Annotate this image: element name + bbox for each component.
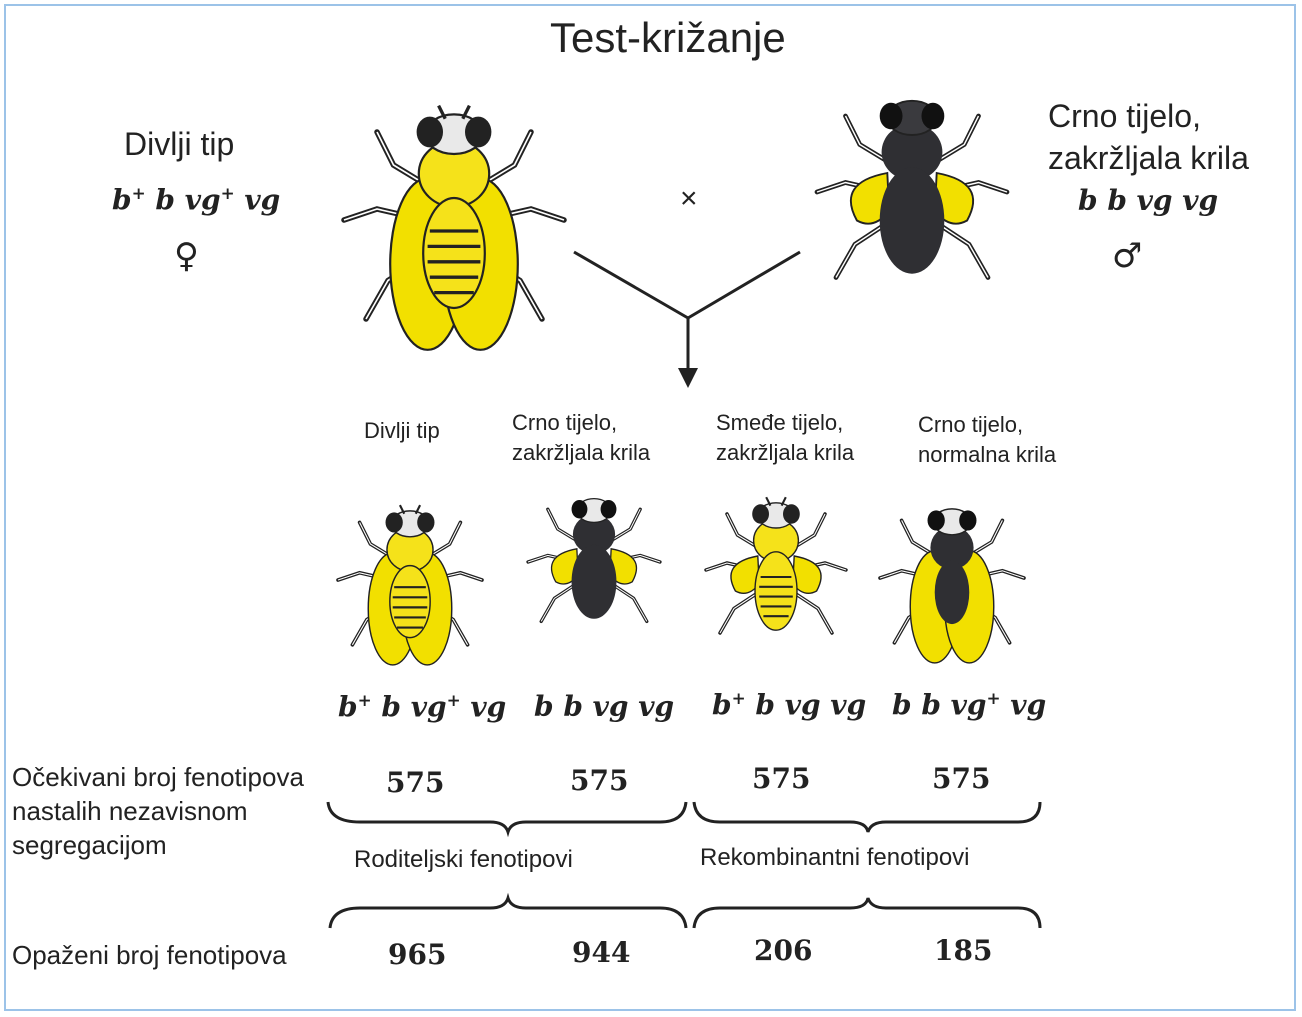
- brace-parental-bottom: [330, 898, 686, 928]
- offspring-3-fly: [706, 497, 846, 633]
- cross-arrow: [574, 252, 800, 370]
- male-parent-fly: [817, 101, 1007, 278]
- offspring-2-fly: [528, 499, 660, 622]
- brace-recombinant-bottom: [694, 898, 1040, 928]
- brace-recombinant-top: [694, 802, 1040, 832]
- arrow-head: [678, 368, 698, 388]
- brace-parental-top: [328, 802, 686, 832]
- female-parent-fly: [344, 106, 564, 350]
- offspring-4-fly: [880, 509, 1024, 663]
- offspring-1-fly: [338, 505, 482, 665]
